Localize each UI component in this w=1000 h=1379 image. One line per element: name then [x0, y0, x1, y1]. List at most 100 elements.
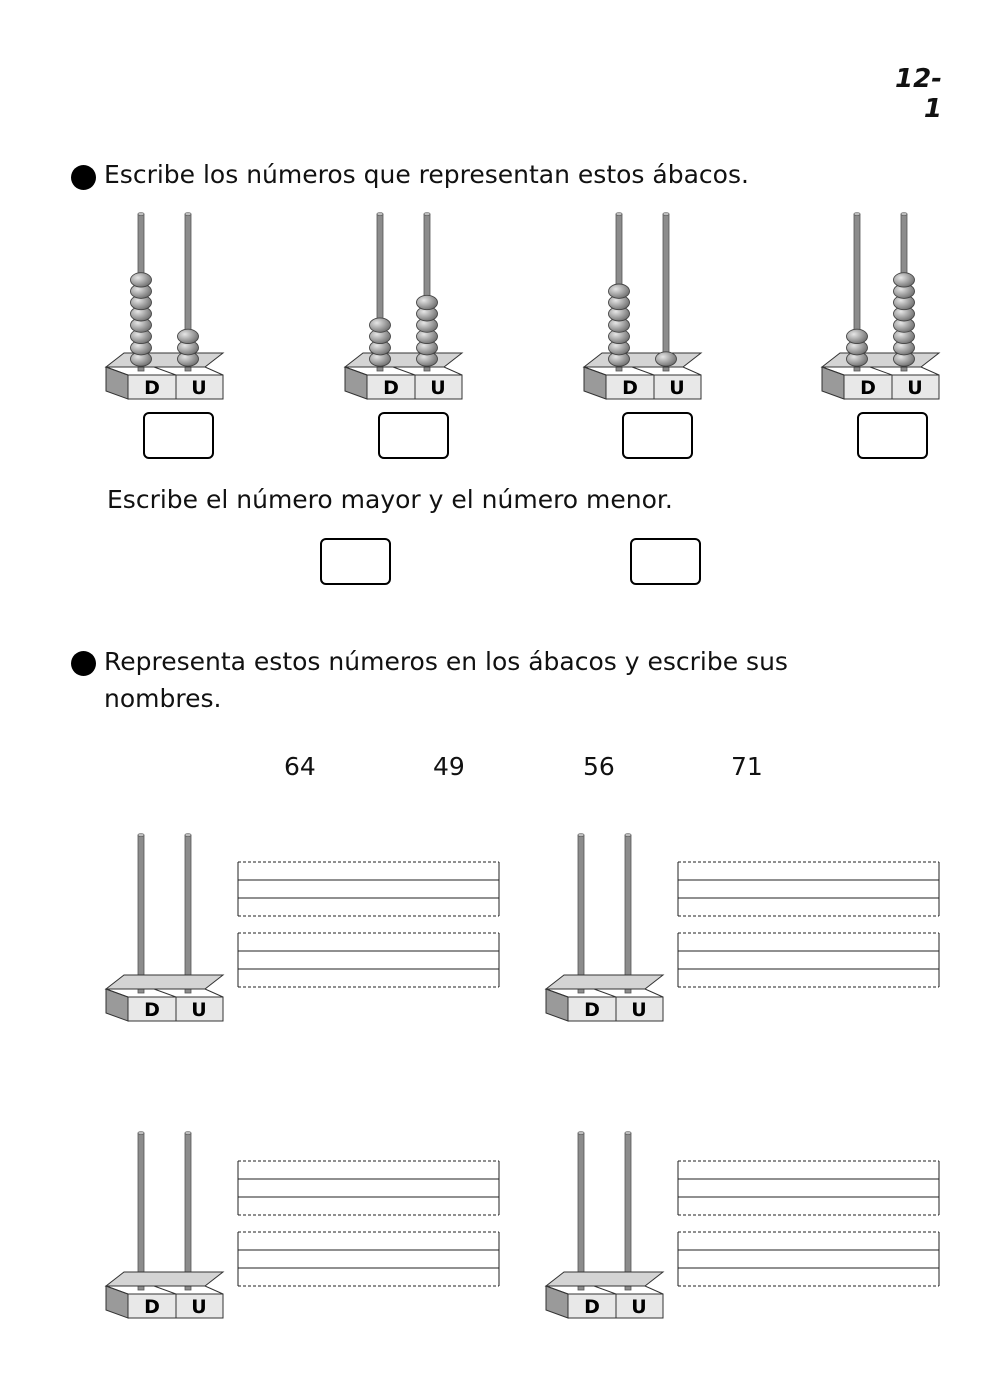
- answer-box-greater[interactable]: [320, 538, 391, 585]
- units-bead[interactable]: [893, 272, 915, 288]
- writing-lines-8[interactable]: [677, 1231, 940, 1287]
- base-edge: [644, 1285, 664, 1295]
- tens-block: [605, 374, 655, 400]
- rod-cap: [184, 833, 192, 837]
- base-edge: [204, 366, 224, 376]
- base-edge: [545, 1285, 569, 1295]
- writing-lines-3[interactable]: [677, 861, 940, 917]
- units-block: [175, 1293, 224, 1319]
- tens-block: [127, 996, 177, 1022]
- base-edge: [153, 988, 177, 998]
- base-edge: [105, 988, 129, 998]
- tens-block: [127, 1293, 177, 1319]
- bullet-icon: [71, 165, 96, 190]
- units-block: [891, 374, 940, 400]
- answer-box-abacus-4[interactable]: [857, 412, 928, 459]
- rod-cap: [184, 212, 192, 216]
- tens-bead[interactable]: [130, 272, 152, 288]
- base-edge: [204, 1285, 224, 1295]
- abacus-base-top: [104, 974, 225, 990]
- base-edge: [344, 366, 368, 376]
- writing-lines-6[interactable]: [237, 1231, 500, 1287]
- exercise1-instruction: Escribe los números que representan esto…: [104, 160, 749, 189]
- rod-cap: [137, 1131, 145, 1135]
- units-block: [175, 996, 224, 1022]
- rod-cap: [853, 212, 861, 216]
- tens-block: [567, 1293, 617, 1319]
- writing-lines-4[interactable]: [677, 932, 940, 988]
- tens-label: D: [383, 377, 399, 399]
- rod-cap: [624, 833, 632, 837]
- number-3: 56: [583, 752, 615, 781]
- tens-bead[interactable]: [369, 317, 391, 333]
- tens-label: D: [144, 1296, 160, 1318]
- units-label: U: [430, 377, 445, 399]
- base-edge: [443, 366, 463, 376]
- base-edge: [593, 988, 617, 998]
- rod-cap: [615, 212, 623, 216]
- units-label: U: [191, 1296, 206, 1318]
- tens-label: D: [144, 999, 160, 1021]
- answer-box-abacus-3[interactable]: [622, 412, 693, 459]
- units-block: [653, 374, 702, 400]
- tens-label: D: [622, 377, 638, 399]
- base-edge: [920, 366, 940, 376]
- rod-cap: [137, 212, 145, 216]
- writing-lines-1[interactable]: [237, 861, 500, 917]
- rod-cap: [376, 212, 384, 216]
- number-2: 49: [433, 752, 465, 781]
- tens-bead[interactable]: [608, 283, 630, 299]
- bullet-icon: [71, 651, 96, 676]
- base-edge: [153, 1285, 177, 1295]
- rod-cap: [900, 212, 908, 216]
- units-bead[interactable]: [655, 351, 677, 367]
- base-edge: [593, 1285, 617, 1295]
- tens-label: D: [144, 377, 160, 399]
- tens-block: [567, 996, 617, 1022]
- base-edge: [105, 366, 129, 376]
- units-label: U: [631, 999, 646, 1021]
- tens-label: D: [584, 1296, 600, 1318]
- units-label: U: [191, 999, 206, 1021]
- writing-lines-7[interactable]: [677, 1160, 940, 1216]
- writing-lines-2[interactable]: [237, 932, 500, 988]
- writing-lines-5[interactable]: [237, 1160, 500, 1216]
- base-edge: [869, 366, 893, 376]
- units-bead[interactable]: [177, 328, 199, 345]
- base-edge: [821, 366, 845, 376]
- tens-bead[interactable]: [846, 328, 868, 345]
- base-edge: [644, 988, 664, 998]
- rod-cap: [423, 212, 431, 216]
- page-number: 12-1: [895, 64, 942, 124]
- units-block: [414, 374, 463, 400]
- units-block: [615, 1293, 664, 1319]
- abacus-base-top: [544, 974, 665, 990]
- units-bead[interactable]: [416, 294, 438, 311]
- abacus-base-top: [104, 1271, 225, 1287]
- rod-cap: [184, 1131, 192, 1135]
- units-label: U: [669, 377, 684, 399]
- answer-box-smaller[interactable]: [630, 538, 701, 585]
- answer-box-abacus-2[interactable]: [378, 412, 449, 459]
- exercise2-instruction-line1: Representa estos números en los ábacos y…: [104, 647, 788, 676]
- tens-block: [366, 374, 416, 400]
- units-label: U: [191, 377, 206, 399]
- base-edge: [682, 366, 702, 376]
- units-block: [615, 996, 664, 1022]
- rod-cap: [577, 1131, 585, 1135]
- number-1: 64: [284, 752, 316, 781]
- answer-box-abacus-1[interactable]: [143, 412, 214, 459]
- base-edge: [583, 366, 607, 376]
- rod-cap: [662, 212, 670, 216]
- tens-label: D: [584, 999, 600, 1021]
